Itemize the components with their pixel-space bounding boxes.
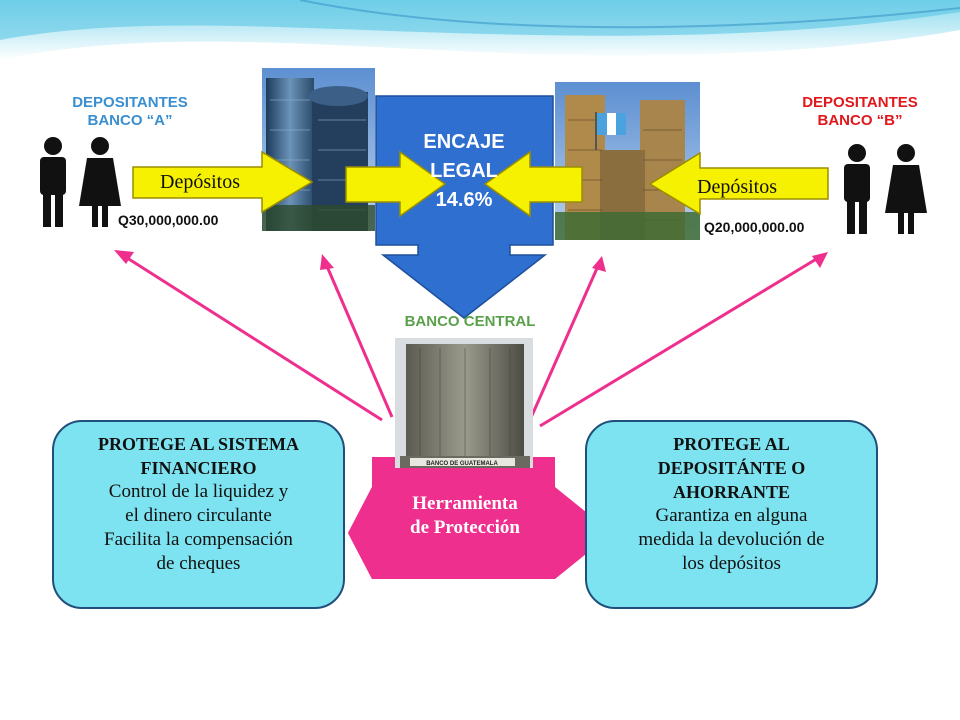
left-box-heading-line2: FINANCIERO [140,458,257,478]
depositantes-a-title-line2: BANCO “A” [87,112,173,129]
depositantes-b-title-line1: DEPOSITANTES [802,94,918,111]
right-box-heading-line2: DEPOSITÁNTE O [657,458,806,478]
encaje-line2: LEGAL [430,160,498,182]
depositantes-a-title: DEPOSITANTES BANCO “A” [30,94,230,130]
depositantes-a-title-line1: DEPOSITANTES [72,94,188,111]
right-box-body-line2: medida la devolución de [638,529,825,550]
left-box-body-line1: Control de la liquidez y [108,481,289,502]
building-sign-text: BANCO DE GUATEMALA [426,461,498,467]
encaje-legal-label: ENCAJE LEGAL 14.6% [378,128,550,215]
right-box-body-line3: los depósitos [682,553,781,574]
encaje-line1: ENCAJE [423,131,505,153]
left-box-heading-line1: PROTEGE AL SISTEMA [97,434,300,454]
left-box-body-line4: de cheques [156,553,241,574]
bank-a-building-photo [262,68,375,231]
left-box-body-line3: Facilita la compensación [104,529,293,550]
deposit-arrow-right [648,151,829,216]
protege-sistema-box: PROTEGE AL SISTEMA FINANCIERO Control de… [52,420,345,609]
deposit-label-b: Depósitos [697,176,777,198]
encaje-line3: 14.6% [435,189,493,211]
depositantes-b-title: DEPOSITANTES BANCO “B” [760,94,960,130]
protege-depositante-box: PROTEGE AL DEPOSITÁNTE O AHORRANTE Garan… [585,420,878,609]
depositors-b-icon [844,144,927,234]
right-box-heading-line1: PROTEGE AL [673,434,790,454]
deposit-label-a: Depósitos [160,171,240,193]
left-box-body-line2: el dinero circulante [125,505,272,526]
encaje-inflow-arrow-right [483,150,583,218]
bank-b-building-photo [555,82,700,240]
herramienta-label: Herramienta de Protección [375,492,555,540]
herramienta-line2: de Protección [410,517,520,538]
encaje-legal-arrow [375,95,554,319]
right-box-heading-line3: AHORRANTE [672,482,790,502]
banco-central-title: BANCO CENTRAL [404,313,536,330]
herramienta-line1: Herramienta [412,493,518,514]
deposit-arrow-left [132,150,314,214]
right-box-body-line1: Garantiza en alguna [655,505,808,526]
protection-arrows [114,250,828,428]
bank-a-amount: Q30,000,000.00 [118,212,219,228]
depositantes-b-title-line2: BANCO “B” [817,112,903,129]
depositors-a-icon [40,137,121,227]
header-wave-decoration [0,0,960,60]
banco-central-building-photo: BANCO DE GUATEMALA [395,338,533,468]
encaje-inflow-arrow-left [345,150,447,218]
bank-b-amount: Q20,000,000.00 [704,219,805,235]
